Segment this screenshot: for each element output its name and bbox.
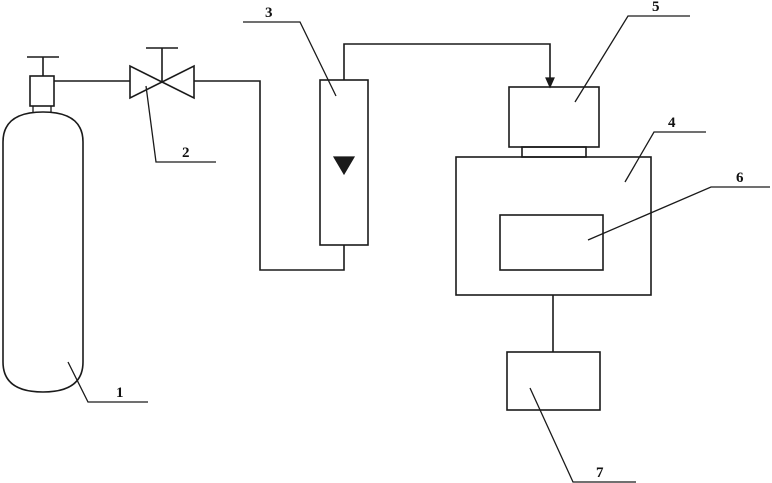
box-6 <box>499 214 604 271</box>
down-triangle-icon <box>332 156 356 176</box>
label-7: 7 <box>596 465 604 481</box>
valve <box>129 47 195 100</box>
leader-3 <box>243 21 337 97</box>
pipe-flowmeter-to-box5 <box>343 43 551 80</box>
label-4: 4 <box>668 115 676 131</box>
box-7 <box>506 351 601 411</box>
leader-5 <box>574 15 690 103</box>
leader-6 <box>587 186 770 241</box>
cylinder-neck <box>29 75 55 107</box>
flowmeter <box>319 79 369 246</box>
label-3: 3 <box>265 5 273 21</box>
arrow-head-icon <box>545 77 555 89</box>
leader-2 <box>145 85 216 163</box>
leader-4 <box>624 131 706 183</box>
label-2: 2 <box>182 145 190 161</box>
label-5: 5 <box>652 0 660 15</box>
label-1: 1 <box>116 385 124 401</box>
leader-1 <box>67 361 148 403</box>
gas-cylinder-icon <box>2 111 84 393</box>
box-5 <box>508 86 600 148</box>
connector-5-to-4 <box>521 146 587 158</box>
leader-lines <box>67 15 770 483</box>
pipe-valve-to-flowmeter <box>194 80 345 271</box>
gas-cylinder <box>2 56 84 393</box>
leader-7 <box>529 387 636 483</box>
label-6: 6 <box>736 170 744 186</box>
